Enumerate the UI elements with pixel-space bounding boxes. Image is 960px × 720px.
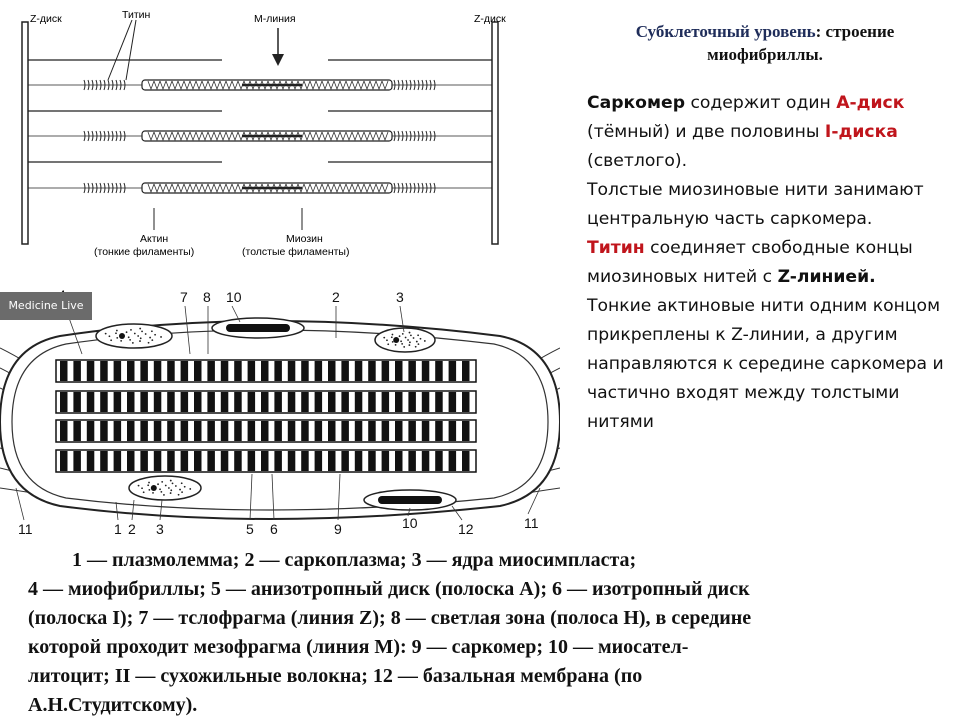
m-line-arrowhead (272, 54, 284, 66)
num-1: 1 (114, 521, 122, 537)
filament-row (28, 182, 492, 194)
num-6: 6 (270, 521, 278, 537)
titin-pointer-2 (125, 19, 137, 81)
desc-paragraph-1: Саркомер содержит один А-диск (тёмный) и… (587, 89, 947, 176)
legend-text: 1 — плазмолемма; 2 — саркоплазма; 3 — яд… (72, 549, 637, 571)
desc-text: содержит один (685, 93, 837, 113)
muscle-fiber-diagram: 4 7 8 10 2 3 11 1 2 3 5 6 9 10 12 11 (0, 288, 560, 537)
number-labels: 4 7 8 10 2 3 11 1 2 3 5 6 9 10 12 11 (18, 288, 539, 537)
title-part-2: : строение (815, 22, 895, 41)
label-z-disc-left: Z-диск (30, 13, 62, 25)
title-part-1: Субклеточный уровень (635, 22, 816, 41)
satellite-nucleus-top (226, 324, 290, 332)
desc-paragraph-2: Толстые миозиновые нити занимают централ… (587, 180, 924, 229)
label-myosin-sub: (толстые филаменты) (242, 246, 349, 258)
desc-text: (светлого). (587, 151, 688, 171)
filament-rows (28, 59, 492, 194)
nucleus-3 (128, 475, 202, 501)
legend-line-1: 1 — плазмолемма; 2 — саркоплазма; 3 — яд… (28, 546, 933, 575)
num-12: 12 (458, 521, 474, 537)
z-disc-right (491, 21, 499, 245)
label-m-line: М-линия (254, 13, 296, 25)
filament-row (28, 79, 492, 91)
num-2-bottom: 2 (128, 521, 136, 537)
num-2: 2 (332, 289, 340, 305)
description: Саркомер содержит один А-диск (тёмный) и… (587, 89, 947, 437)
num-3: 3 (396, 289, 404, 305)
label-actin-sub: (тонкие филаменты) (94, 246, 194, 258)
num-7: 7 (180, 289, 188, 305)
term-sarcomere: Саркомер (587, 93, 685, 113)
legend-line-6: А.Н.Студитскому). (28, 694, 198, 716)
myofibril (55, 359, 477, 383)
legend-line-3: (полоска I); 7 — тслофрагма (линия Z); 8… (28, 607, 752, 629)
sarcomere-diagram: Z-диск Титин М-линия Z-диск Актин (тонки… (21, 9, 506, 258)
num-8: 8 (203, 289, 211, 305)
desc-text: (тёмный) и две половины (587, 122, 825, 142)
legend-line-4: которой проходит мезофрагма (линия М): 9… (28, 636, 689, 658)
myofibril (55, 390, 477, 414)
num-3-bottom: 3 (156, 521, 164, 537)
desc-paragraph-3: Титин соединяет свободные концы миозинов… (587, 234, 947, 292)
num-10-bottom: 10 (402, 515, 418, 531)
num-9: 9 (334, 521, 342, 537)
legend-line-5: литоцит; II — сухожильные волокна; 12 — … (28, 665, 643, 687)
myofibril (55, 449, 477, 473)
myofibrils (55, 359, 477, 473)
num-10: 10 (226, 289, 242, 305)
slide-title: Субклеточный уровень: строение миофибрил… (600, 20, 930, 66)
num-11-right: 11 (524, 515, 539, 531)
term-z-line: Z-линией. (777, 267, 876, 287)
desc-text: соединяет свободные концы миозиновых нит… (587, 238, 913, 287)
leader-lines (15, 303, 541, 521)
satellite-nucleus-bottom (378, 496, 442, 504)
filament-row (28, 130, 492, 142)
title-part-3: миофибриллы. (707, 45, 823, 64)
num-11-left: 11 (18, 521, 33, 537)
label-z-disc-right: Z-диск (474, 13, 506, 25)
nucleus-chromatin (104, 327, 426, 496)
term-a-disc: А-диск (836, 93, 905, 113)
term-i-disc: I-диска (824, 122, 898, 142)
titin-pointer-1 (107, 19, 133, 81)
label-myosin: Миозин (286, 233, 323, 245)
label-actin: Актин (140, 233, 168, 245)
watermark: Medicine Live (0, 292, 92, 320)
myofibril (55, 419, 477, 443)
legend: 1 — плазмолемма; 2 — саркоплазма; 3 — яд… (28, 546, 933, 720)
term-titin: Титин (587, 238, 645, 258)
label-titin: Титин (122, 9, 150, 21)
legend-line-2: 4 — миофибриллы; 5 — анизотропный диск (… (28, 578, 750, 600)
desc-paragraph-4: Тонкие актиновые нити одним концом прикр… (587, 296, 944, 432)
nucleus-2 (374, 327, 436, 353)
z-disc-left (21, 21, 29, 245)
nucleus-1 (95, 323, 173, 349)
num-5: 5 (246, 521, 254, 537)
